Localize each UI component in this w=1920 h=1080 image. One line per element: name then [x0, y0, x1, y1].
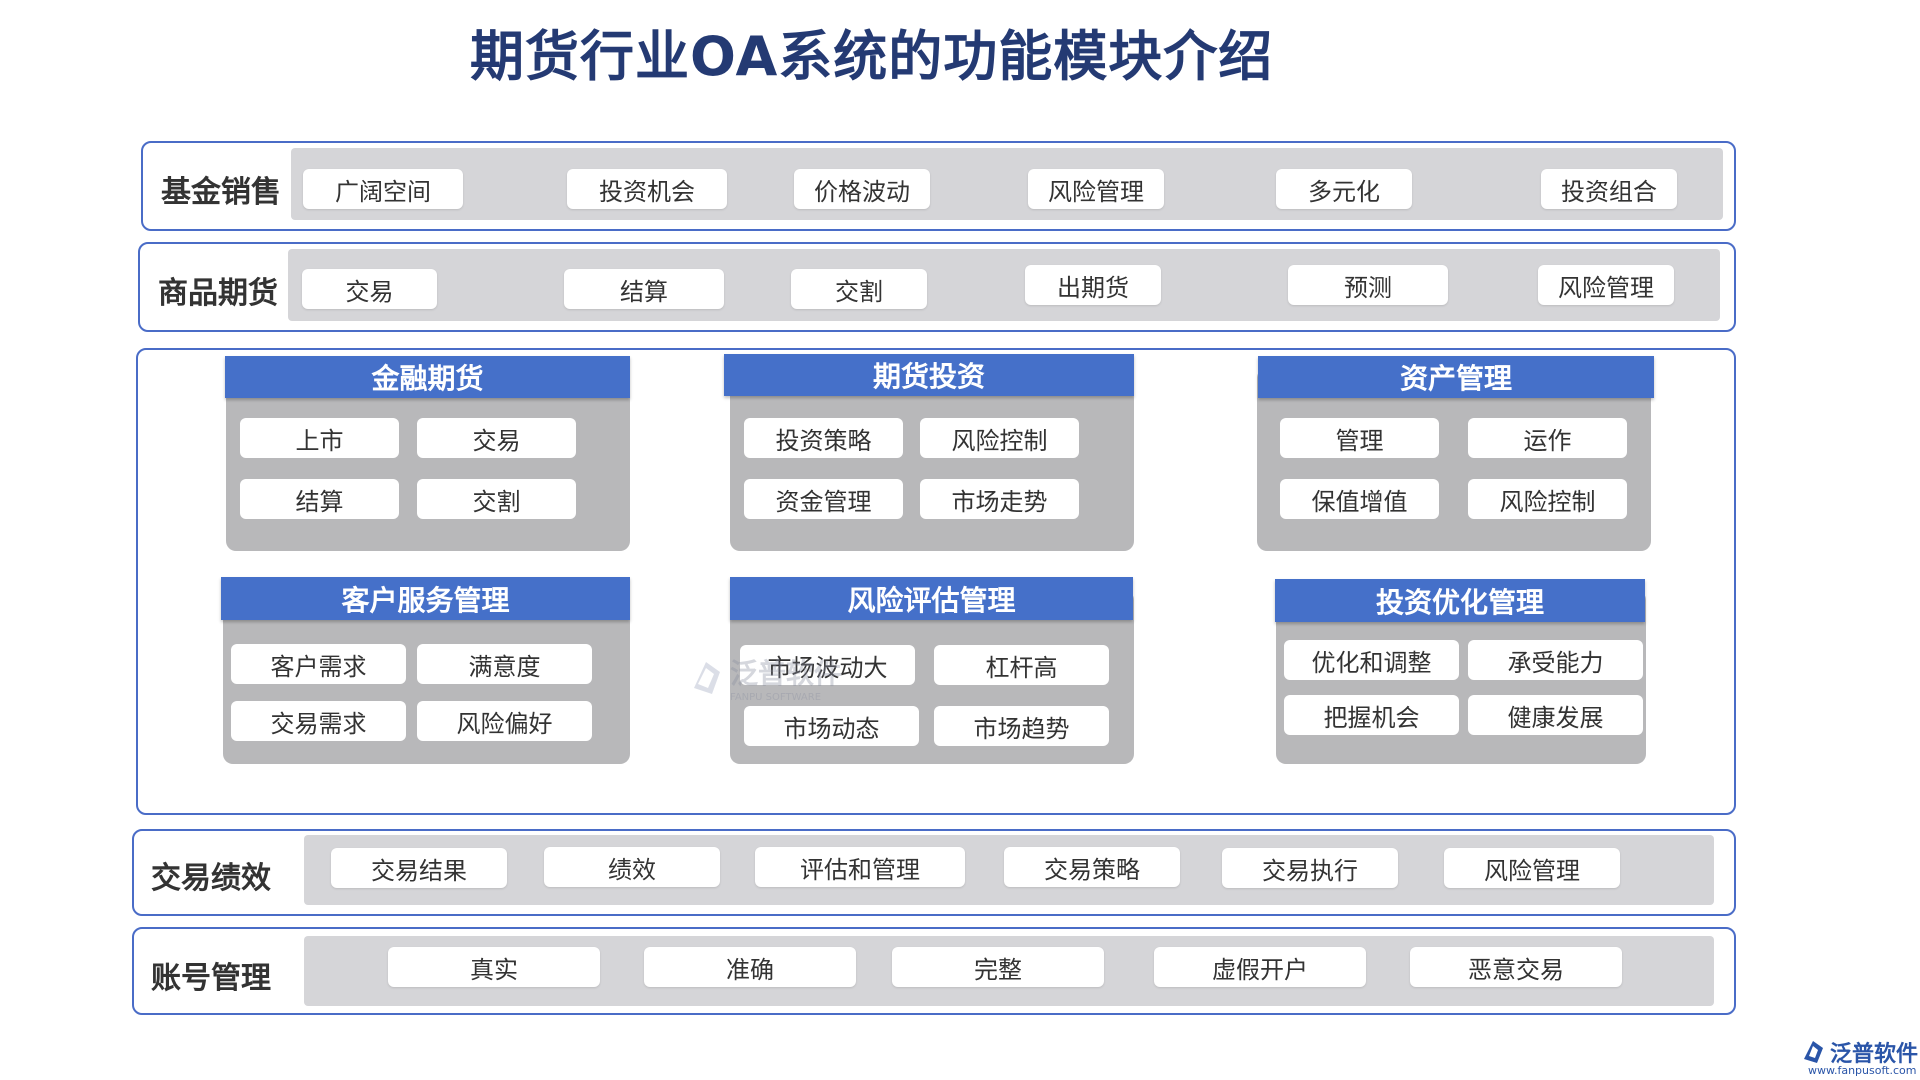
brand-logo-text: 泛普软件: [1830, 1042, 1919, 1067]
row-fund-sales: 基金销售 广阔空间 投资机会 价格波动 风险管理 多元化 投资组合: [141, 141, 1736, 231]
row-commodity-futures-band: 交易 结算 交割 出期货 预测 风险管理: [288, 249, 1720, 321]
chip-acct-1: 准确: [644, 947, 856, 987]
chip-perf-2: 评估和管理: [755, 847, 965, 887]
pchip-am-1: 运作: [1468, 418, 1627, 458]
watermark-subtext: FANPU SOFTWARE: [730, 692, 822, 703]
pchip-ra-0: 市场波动大: [740, 645, 915, 685]
pchip-am-3: 风险控制: [1468, 479, 1627, 519]
pchip-fi-0: 投资策略: [744, 418, 903, 458]
row-trading-performance: 交易绩效 交易结果 绩效 评估和管理 交易策略 交易执行 风险管理: [132, 829, 1736, 916]
chip-commodity-2: 交割: [791, 269, 927, 309]
chip-fund-sales-1: 投资机会: [567, 169, 727, 209]
chip-perf-3: 交易策略: [1004, 847, 1180, 887]
chip-fund-sales-5: 投资组合: [1541, 169, 1677, 209]
row-commodity-futures: 商品期货 交易 结算 交割 出期货 预测 风险管理: [138, 242, 1736, 332]
panel-asset-management: [1257, 368, 1651, 551]
watermark-logo-icon: [694, 661, 720, 694]
chip-fund-sales-3: 风险管理: [1028, 169, 1164, 209]
row-trading-performance-label: 交易绩效: [151, 861, 271, 896]
chip-perf-1: 绩效: [544, 847, 720, 887]
chip-commodity-5: 风险管理: [1538, 265, 1674, 305]
pchip-ff-3: 交割: [417, 479, 576, 519]
pchip-am-0: 管理: [1280, 418, 1439, 458]
pchip-ra-1: 杠杆高: [934, 645, 1109, 685]
pchip-io-1: 承受能力: [1468, 640, 1643, 680]
row-fund-sales-band: 广阔空间 投资机会 价格波动 风险管理 多元化 投资组合: [291, 148, 1723, 220]
pchip-fi-3: 市场走势: [920, 479, 1079, 519]
panel-asset-management-title: 资产管理: [1258, 356, 1654, 398]
row-commodity-futures-label: 商品期货: [158, 276, 278, 311]
pchip-ra-3: 市场趋势: [934, 706, 1109, 746]
brand-logo: 泛普软件: [1800, 1036, 1918, 1068]
panel-financial-futures: [226, 368, 630, 551]
chip-perf-0: 交易结果: [331, 848, 507, 888]
pchip-io-3: 健康发展: [1468, 695, 1643, 735]
chip-acct-4: 恶意交易: [1410, 947, 1622, 987]
row-account-management-band: 真实 准确 完整 虚假开户 恶意交易: [304, 936, 1714, 1006]
watermark-text: 泛普软件: [730, 657, 843, 690]
chip-acct-0: 真实: [388, 947, 600, 987]
chip-commodity-1: 结算: [564, 269, 724, 309]
pchip-ff-1: 交易: [417, 418, 576, 458]
pchip-cs-1: 满意度: [417, 644, 592, 684]
pchip-fi-1: 风险控制: [920, 418, 1079, 458]
row-account-management-label: 账号管理: [151, 961, 271, 996]
pchip-ff-0: 上市: [240, 418, 399, 458]
chip-fund-sales-2: 价格波动: [794, 169, 930, 209]
row-trading-performance-band: 交易结果 绩效 评估和管理 交易策略 交易执行 风险管理: [304, 835, 1714, 905]
brand-url: www.fanpusoft.com: [1808, 1064, 1917, 1077]
chip-fund-sales-0: 广阔空间: [303, 169, 463, 209]
chip-fund-sales-4: 多元化: [1276, 169, 1412, 209]
panel-futures-investment-title: 期货投资: [724, 354, 1134, 396]
panel-futures-investment: [730, 368, 1134, 551]
chip-perf-4: 交易执行: [1222, 848, 1398, 888]
panel-investment-optimization-title: 投资优化管理: [1275, 579, 1645, 622]
pchip-io-2: 把握机会: [1284, 695, 1459, 735]
pchip-cs-2: 交易需求: [231, 701, 406, 741]
brand-logo-icon: [1804, 1041, 1823, 1063]
page-title: 期货行业OA系统的功能模块介绍: [470, 25, 1274, 88]
row-fund-sales-label: 基金销售: [161, 175, 281, 210]
chip-perf-5: 风险管理: [1444, 848, 1620, 888]
panel-financial-futures-title: 金融期货: [225, 356, 630, 398]
watermark: 泛普软件 FANPU SOFTWARE: [686, 652, 842, 703]
pchip-cs-3: 风险偏好: [417, 701, 592, 741]
pchip-fi-2: 资金管理: [744, 479, 903, 519]
chip-acct-2: 完整: [892, 947, 1104, 987]
chip-acct-3: 虚假开户: [1154, 947, 1366, 987]
chip-commodity-0: 交易: [302, 269, 437, 309]
pchip-am-2: 保值增值: [1280, 479, 1439, 519]
panel-customer-service-title: 客户服务管理: [221, 577, 630, 620]
pchip-ff-2: 结算: [240, 479, 399, 519]
chip-commodity-3: 出期货: [1025, 265, 1161, 305]
pchip-cs-0: 客户需求: [231, 644, 406, 684]
chip-commodity-4: 预测: [1288, 265, 1448, 305]
pchip-ra-2: 市场动态: [744, 706, 919, 746]
pchip-io-0: 优化和调整: [1284, 640, 1459, 680]
panel-risk-assessment-title: 风险评估管理: [730, 577, 1133, 620]
row-account-management: 账号管理 真实 准确 完整 虚假开户 恶意交易: [132, 927, 1736, 1015]
